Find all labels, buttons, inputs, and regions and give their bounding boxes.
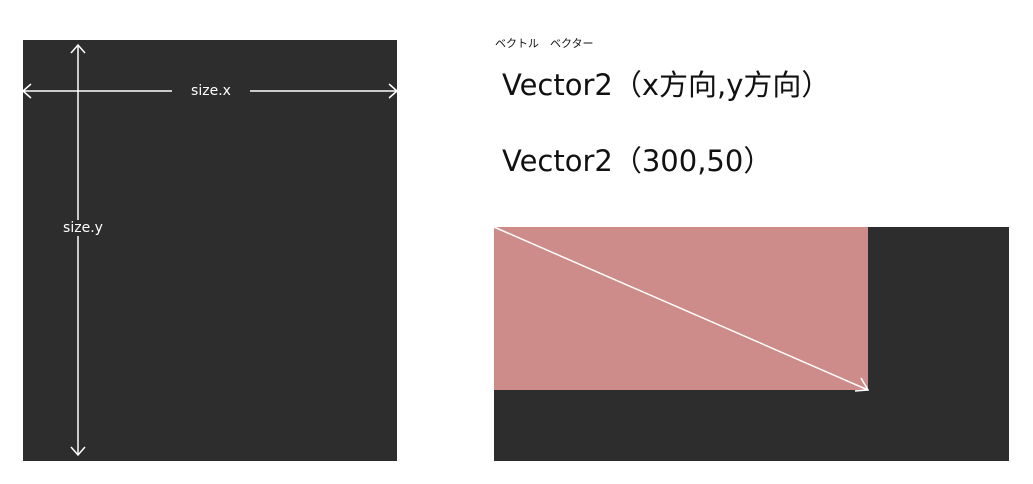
vector2-example-formula: Vector2（300,50） — [502, 144, 773, 178]
size-x-arrow-head-right — [388, 83, 399, 99]
size-dimension-arrows — [21, 43, 399, 457]
size-y-label: size.y — [58, 220, 108, 236]
vector2-generic-formula: Vector2（x方向,y方向） — [502, 68, 831, 102]
vector-arrow-head — [854, 377, 870, 392]
size-x-label: size.x — [172, 83, 250, 99]
size-diagram-panel — [23, 40, 397, 461]
vector-arrow-svg — [493, 226, 870, 392]
vector-arrow-line — [493, 226, 869, 391]
size-x-arrow-head-left — [21, 83, 32, 99]
furigana-reading: ベクトル ベクター — [495, 37, 594, 50]
size-y-arrow-head-bottom — [70, 446, 86, 457]
size-y-arrow-head-top — [70, 43, 86, 54]
vector-diagram-panel — [493, 226, 1009, 461]
